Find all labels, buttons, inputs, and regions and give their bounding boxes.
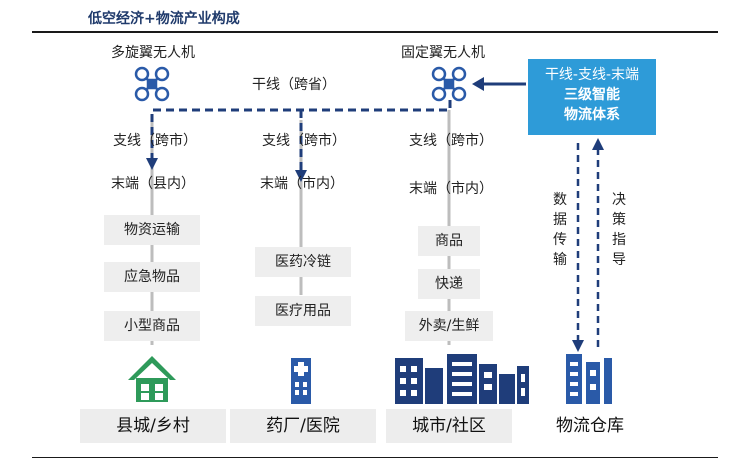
- column1-branch-label: 支线（跨市）: [113, 133, 197, 149]
- column3-item-3: 外卖/生鲜: [405, 311, 493, 341]
- multi-rotor-drone-label: 多旋翼无人机: [111, 45, 195, 61]
- house-icon: [128, 356, 176, 402]
- column1-terminal-label: 末端（县内）: [111, 176, 195, 192]
- column3-branch-label: 支线（跨市）: [409, 133, 493, 149]
- hospital-icon: [291, 358, 311, 404]
- multi-rotor-drone-icon: [134, 66, 170, 102]
- column1-destination: 县城/乡村: [80, 409, 226, 443]
- column2-destination: 药厂/医院: [230, 409, 376, 443]
- column3-destination: 城市/社区: [386, 409, 512, 443]
- column2-terminal-label: 末端（市内）: [260, 176, 344, 192]
- column1-arrowhead: [146, 158, 158, 170]
- column1-item-1: 物资运输: [104, 215, 200, 245]
- column2-item-1: 医药冷链: [255, 247, 351, 277]
- data-transfer-label: 数据传输: [553, 192, 567, 268]
- system-box-line2: 三级智能: [564, 87, 620, 103]
- column3-item-2: 快递: [418, 269, 480, 299]
- warehouse-label: 物流仓库: [556, 416, 624, 436]
- system-box-line3: 物流体系: [564, 107, 620, 123]
- column2-arrowhead: [295, 170, 307, 182]
- bottom-divider: [32, 457, 718, 458]
- column1-item-2: 应急物品: [104, 262, 200, 292]
- decision-guide-label: 决策指导: [612, 192, 626, 268]
- fixed-wing-drone-icon: [431, 66, 467, 102]
- column2-branch-label: 支线（跨市）: [262, 133, 346, 149]
- three-tier-system-box: 干线-支线-末端 三级智能 物流体系: [528, 59, 656, 135]
- column2-item-2: 医疗用品: [255, 296, 351, 326]
- column3-item-1: 商品: [418, 226, 480, 256]
- page-title: 低空经济+物流产业构成: [88, 11, 240, 27]
- trunk-line-label: 干线（跨省）: [252, 77, 336, 93]
- warehouse-icon-graphic: [566, 354, 612, 404]
- fixed-wing-drone-label: 固定翼无人机: [401, 45, 485, 61]
- column1-item-3: 小型商品: [104, 311, 200, 341]
- city-icon: [395, 354, 529, 404]
- column3-terminal-label: 末端（市内）: [409, 181, 493, 197]
- top-divider: [32, 31, 718, 33]
- system-box-line1: 干线-支线-末端: [544, 67, 640, 83]
